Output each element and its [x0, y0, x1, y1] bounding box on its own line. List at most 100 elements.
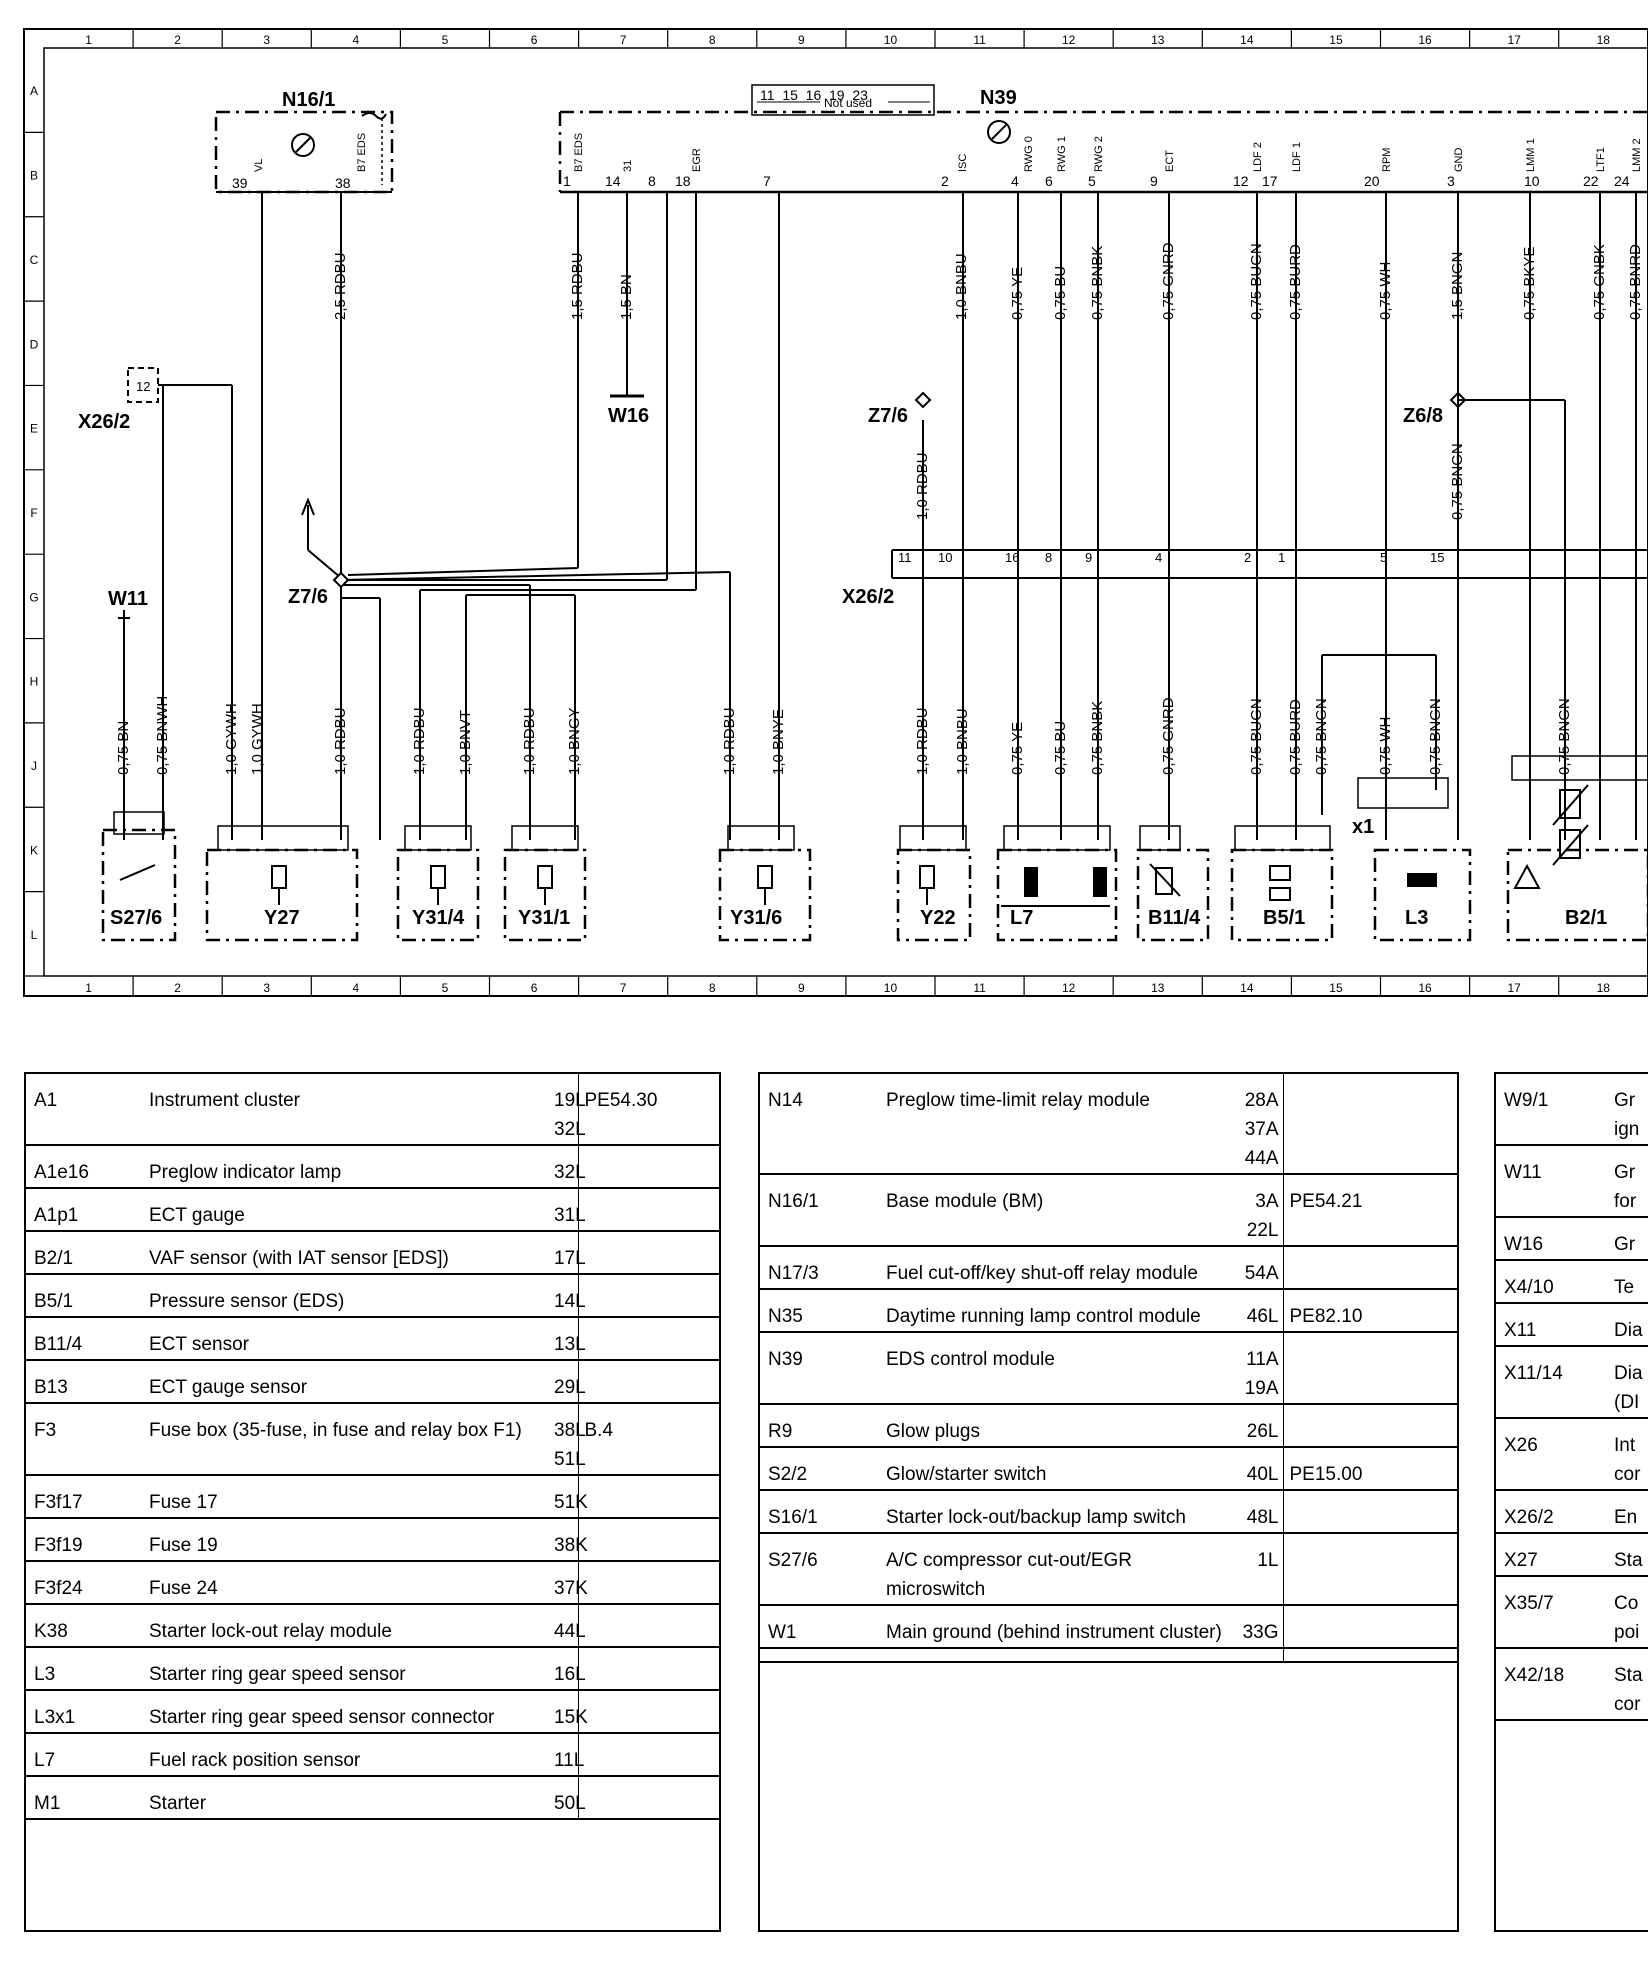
- legend-code: X26: [1496, 1418, 1606, 1491]
- legend-ref: [578, 1360, 719, 1404]
- grid-col-bottom: 11: [973, 981, 986, 995]
- label-l3: L3: [1405, 907, 1428, 929]
- legend-desc: Fuel rack position sensor: [141, 1733, 546, 1777]
- grid-row: L: [31, 928, 38, 942]
- legend-desc: Preglow time-limit relay module: [878, 1074, 1233, 1175]
- wire-label: 1,0 RDBU: [521, 707, 538, 775]
- wire-label: 0,75 BU: [1052, 266, 1069, 320]
- wire-label: 0,75 YE: [1009, 267, 1026, 320]
- grid-col-bottom: 10: [884, 981, 898, 995]
- n39-signal: LMM 2: [1631, 138, 1643, 172]
- legend-loc: 26L: [1233, 1404, 1284, 1448]
- n39-pin: 22: [1583, 173, 1599, 189]
- label-x26-2-top: X26/2: [78, 411, 130, 433]
- n39-signal: RWG 2: [1093, 136, 1105, 172]
- wire-label: 0,75 BUGN: [1248, 243, 1265, 320]
- x26-pin: 9: [1085, 550, 1092, 565]
- grid-col-top: 13: [1151, 33, 1165, 47]
- n39-pin: 17: [1262, 173, 1278, 189]
- label-b2-1: B2/1: [1565, 907, 1607, 929]
- n39-pin: 9: [1150, 173, 1158, 189]
- legend-desc: Starter lock-out/backup lamp switch: [878, 1490, 1233, 1534]
- legend-row: [760, 1648, 1457, 1663]
- legend-code: S2/2: [760, 1447, 878, 1491]
- n39-signal: LTF1: [1595, 147, 1607, 172]
- n16-pin: 38: [335, 175, 351, 191]
- wire-label: 1,0 BNBU: [954, 708, 971, 775]
- grid-row: B: [30, 169, 38, 183]
- grid-col-bottom: 17: [1507, 981, 1521, 995]
- label-y27: Y27: [264, 907, 300, 929]
- legend-ref: B.4: [578, 1403, 719, 1476]
- x26-2-top-pin: 12: [136, 379, 150, 394]
- wire-label: 1,0 RDBU: [332, 707, 349, 775]
- n39-pin: 14: [605, 173, 621, 189]
- wire-label: 1,0 BNGY: [566, 707, 583, 775]
- legend-loc: 38K: [546, 1518, 588, 1562]
- legend-code: X4/10: [1496, 1260, 1606, 1304]
- wire-label: 0,75 BNBK: [1089, 701, 1106, 775]
- legend-loc: 51K: [546, 1475, 588, 1519]
- legend-desc: Daytime running lamp control module: [878, 1289, 1233, 1333]
- wire-label: 1,5 BNGN: [1449, 252, 1466, 320]
- legend-code: M1: [26, 1776, 141, 1820]
- wire-label: 0,75 BUGN: [1248, 698, 1265, 775]
- grid-col-bottom: 3: [263, 981, 270, 995]
- legend-code: B13: [26, 1360, 141, 1404]
- n39-pin: 5: [1088, 173, 1096, 189]
- grid-row: H: [30, 675, 39, 689]
- legend-code: N39: [760, 1332, 878, 1405]
- legend-desc: Instrument cluster: [141, 1074, 546, 1146]
- wire-label: 0,75 BNGN: [1449, 443, 1466, 520]
- n39-pin: 24: [1614, 173, 1630, 189]
- legend-code: F3f17: [26, 1475, 141, 1519]
- wire-label: 0,75 BNGN: [1556, 698, 1573, 775]
- legend-desc: Glow plugs: [878, 1404, 1233, 1448]
- label-x1: x1: [1352, 816, 1374, 838]
- legend-desc: En: [1606, 1490, 1648, 1534]
- not-used-pins: 11 15 16 19 23: [760, 87, 868, 103]
- legend-ref: PE15.00: [1283, 1447, 1457, 1491]
- legend-ref: [578, 1776, 719, 1820]
- legend-code: B2/1: [26, 1231, 141, 1275]
- legend-code: B11/4: [26, 1317, 141, 1361]
- legend-ref: [1283, 1332, 1457, 1405]
- grid-col-bottom: 7: [620, 981, 627, 995]
- n39-pin: 12: [1233, 173, 1249, 189]
- n39-signal: ECT: [1164, 150, 1176, 172]
- wire-label: 1,0 GYWH: [223, 703, 240, 775]
- legend-desc: ECT sensor: [141, 1317, 546, 1361]
- legend-loc: 16L: [546, 1647, 586, 1691]
- legend-code: N35: [760, 1289, 878, 1333]
- legend-code: F3f19: [26, 1518, 141, 1562]
- wire-label: 0,75 BNRD: [1627, 244, 1644, 320]
- x26-pin: 1: [1278, 550, 1285, 565]
- legend-desc: Dia: [1606, 1303, 1648, 1347]
- label-z7-6-top: Z7/6: [868, 405, 908, 427]
- wire-label: 0,75 BNGN: [1427, 698, 1444, 775]
- legend-ref: [578, 1647, 719, 1691]
- legend-loc: 33G: [1233, 1605, 1284, 1649]
- grid-row: A: [30, 84, 38, 98]
- legend-code: N17/3: [760, 1246, 878, 1290]
- legend-code: L3: [26, 1647, 141, 1691]
- n39-pin: 6: [1045, 173, 1053, 189]
- legend-loc: 40L: [1233, 1447, 1284, 1491]
- grid-col-top: 16: [1418, 33, 1432, 47]
